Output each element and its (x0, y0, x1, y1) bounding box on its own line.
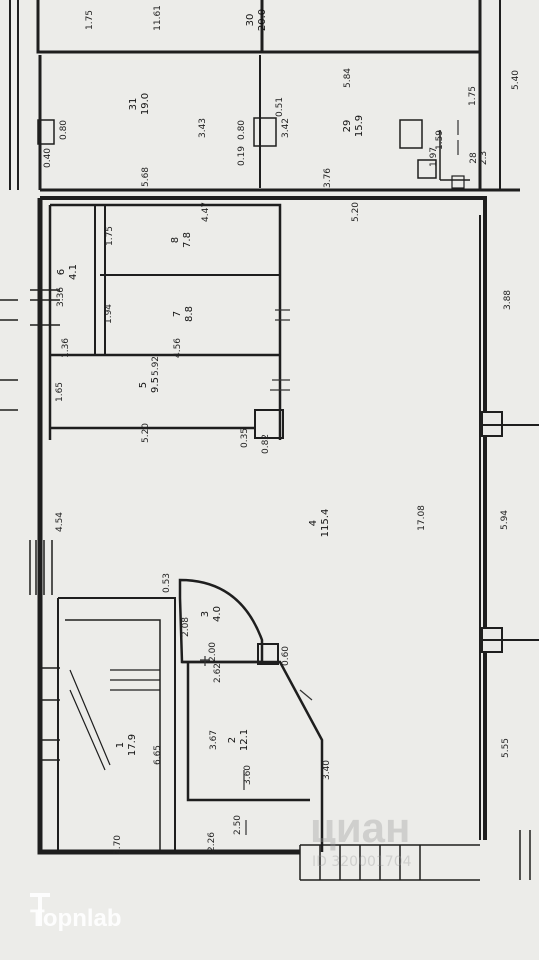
room-label: 4 115.4 (308, 509, 331, 538)
room-number: 5 (138, 382, 149, 388)
dimension-label: 4.47 (201, 202, 211, 222)
dimension-label: 1.94 (104, 304, 114, 324)
room-label: 8 7.8 (170, 232, 193, 248)
dimension-label: 1.97 (429, 147, 439, 167)
room-area: 115.4 (320, 509, 331, 538)
dimension-label: 0.19 (237, 146, 247, 166)
dimension-label: 0.80 (237, 120, 247, 140)
topnlab-brand-text: Topnlab (30, 905, 122, 932)
dimension-label: 5.55 (501, 738, 511, 758)
room-number: 7 (172, 311, 183, 317)
dimension-label: 3.40 (322, 760, 332, 780)
dimension-label: 1.36 (61, 338, 71, 358)
dimension-label: 3.42 (281, 118, 291, 138)
topnlab-logo-icon (30, 893, 50, 926)
dimension-label: 5.84 (343, 68, 353, 88)
room-area: 17.9 (127, 734, 138, 756)
room-number: 28 (469, 152, 479, 164)
dimension-label: 1.75 (85, 10, 95, 30)
room-label: 1 17.9 (115, 734, 138, 756)
room-label: 2 12.1 (227, 729, 250, 751)
room-area: 20.0 (257, 9, 268, 31)
dimension-label: 3.43 (198, 118, 208, 138)
room-area: 15.9 (354, 115, 365, 137)
room-label: 28 2.3 (469, 151, 489, 165)
dimension-label: 3.88 (503, 290, 513, 310)
room-label: 31 19.0 (128, 93, 151, 115)
room-label: 30 20.0 (245, 9, 268, 31)
dimension-label: 4.54 (55, 512, 65, 532)
dimension-label: 6.65 (153, 745, 163, 765)
room-label: 3 4.0 (200, 606, 223, 622)
dimension-label: 4.56 (173, 338, 183, 358)
dimension-label: 0.53 (162, 573, 172, 593)
dimension-label: 5.92 (151, 356, 161, 376)
room-labels: 1 17.9 2 12.1 3 4.0 4 115.4 5 9.5 6 4.1 … (56, 9, 489, 756)
room-number: 1 (115, 742, 126, 748)
dimension-label: 5.94 (500, 510, 510, 530)
room-number: 8 (170, 237, 181, 243)
dimension-label: 3.67 (209, 730, 219, 750)
dimension-label: 2.08 (181, 617, 191, 637)
dimension-label: 2.70 (113, 835, 123, 855)
dimension-label: 17.08 (417, 505, 427, 531)
room-area: 7.8 (182, 232, 193, 248)
dimension-label: 3.60 (243, 765, 253, 785)
dimension-label: 3.76 (323, 168, 333, 188)
dimension-label: 2.00 (208, 642, 218, 662)
walls (9, 0, 539, 855)
room-area: 19.0 (140, 93, 151, 115)
cian-id-text: ID 320001704 (312, 854, 412, 870)
room-area: 4.1 (68, 264, 79, 280)
dimension-label: 2.62 (213, 663, 223, 683)
dimension-label: 0.35 (240, 428, 250, 448)
dimension-label: 0.51 (275, 97, 285, 117)
room-area: 4.0 (212, 606, 223, 622)
dimension-label: 5.40 (511, 70, 521, 90)
dimension-labels: 1.75 11.61 0.80 0.40 3.43 5.68 0.51 0.80 0.19 3.4… (43, 5, 521, 855)
room-number: 29 (342, 120, 353, 133)
room-label: 29 15.9 (342, 115, 365, 137)
room-number: 6 (56, 269, 67, 275)
cian-logo-text: циан (310, 804, 410, 851)
room-number: 4 (308, 520, 319, 526)
dimension-label: 0.60 (281, 646, 291, 666)
cian-watermark: циан ID 320001704 (310, 804, 412, 870)
dimension-label: 5.20 (351, 202, 361, 222)
dimension-label: 2.26 (207, 832, 217, 852)
dimension-label: 0.82 (261, 434, 271, 454)
dimension-label: 0.80 (59, 120, 69, 140)
window-marks (0, 289, 531, 881)
room-label: 7 8.8 (172, 306, 195, 322)
dimension-label: 11.61 (153, 5, 163, 31)
topnlab-watermark: Topnlab (30, 893, 122, 932)
room-label: 6 4.1 (56, 264, 79, 280)
dimension-label: 1.59 (435, 130, 445, 150)
room-label: 5 9.5 (138, 377, 161, 393)
room-number: 30 (245, 14, 256, 27)
room-area: 12.1 (239, 729, 250, 751)
dimension-label: 1.75 (105, 226, 115, 246)
room-number: 31 (128, 98, 139, 111)
dimension-label: 0.40 (43, 148, 53, 168)
dimension-ticks (200, 120, 459, 835)
dimension-label: 3.36 (56, 287, 66, 307)
room-area: 2.3 (479, 151, 489, 165)
room-number: 3 (200, 611, 211, 617)
dimension-label: 1.65 (55, 382, 65, 402)
dimension-label: 2.50 (233, 815, 243, 835)
room-number: 2 (227, 737, 238, 743)
room-area: 9.5 (150, 377, 161, 393)
dimension-label: 5.68 (141, 167, 151, 187)
dimension-label: 1.75 (468, 86, 478, 106)
room-area: 8.8 (184, 306, 195, 322)
dimension-label: 5.20 (141, 423, 151, 443)
